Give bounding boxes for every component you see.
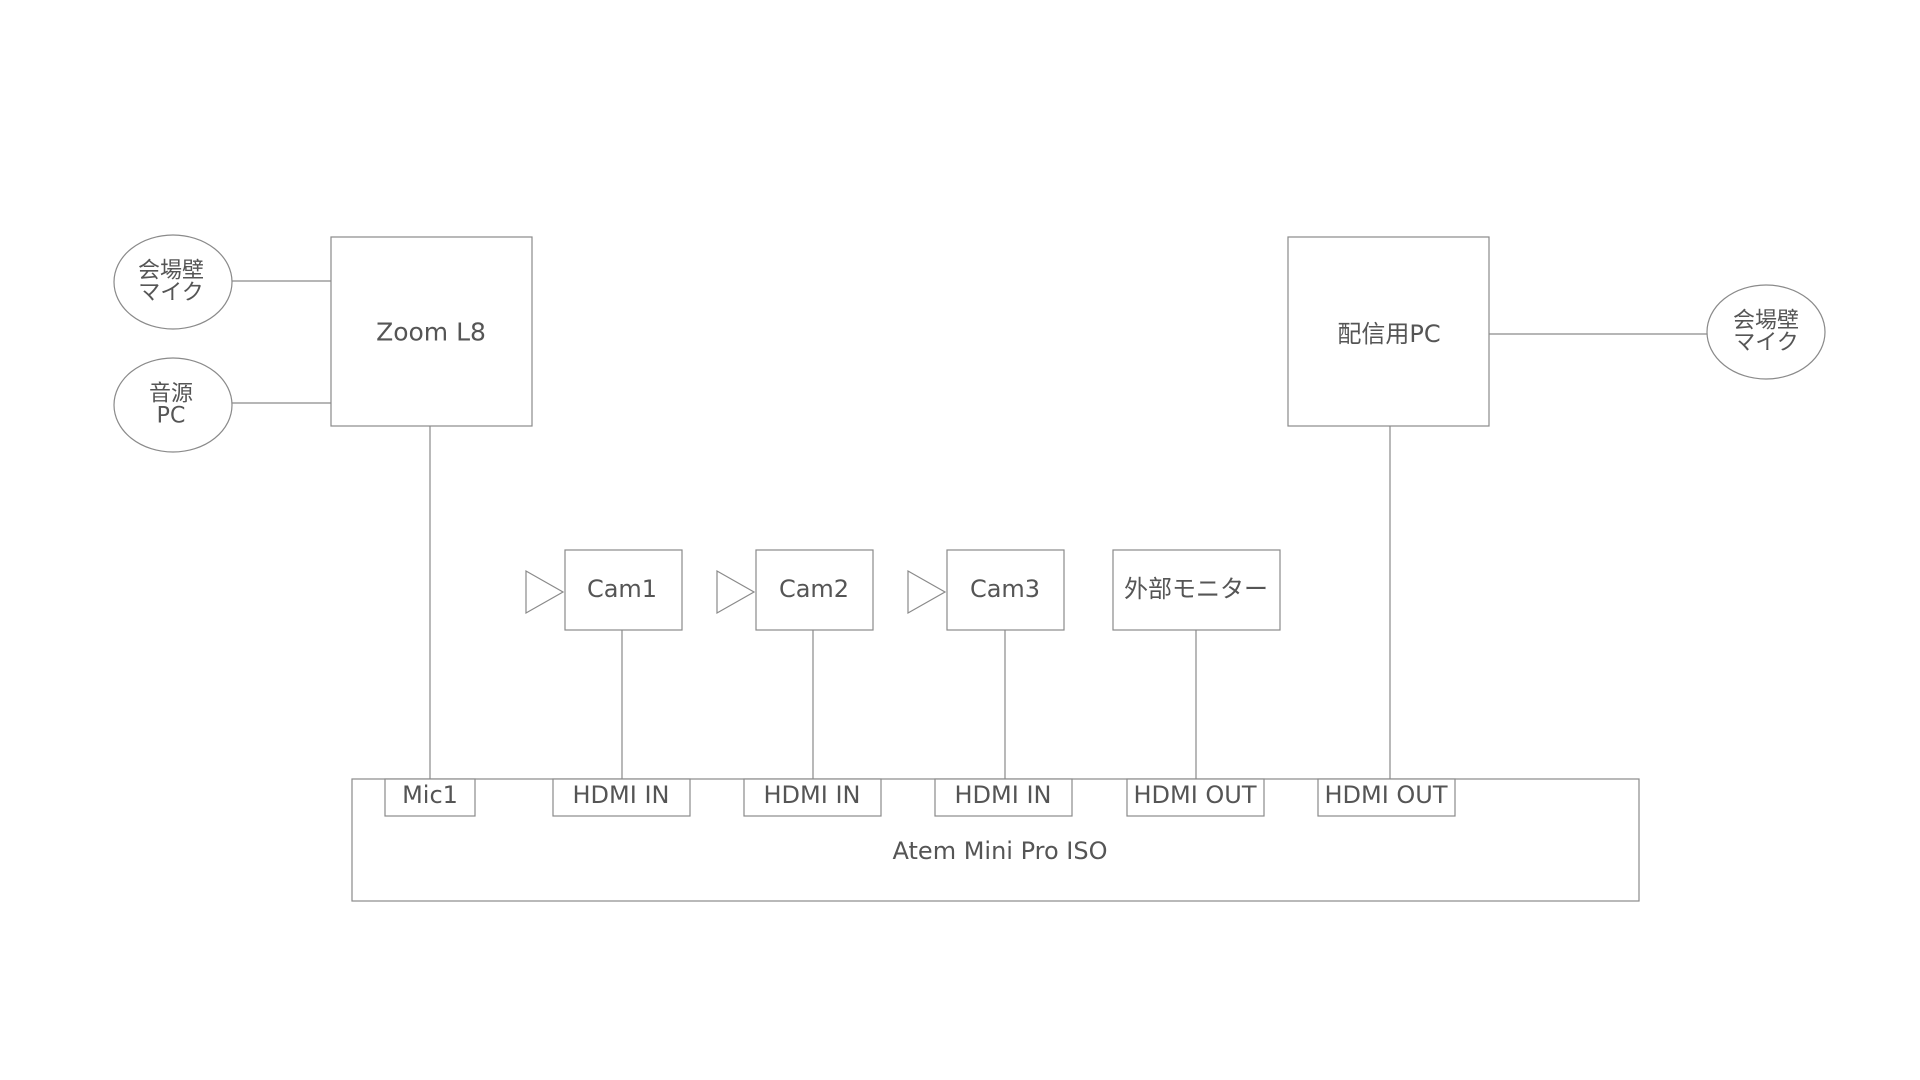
camera-1-box (564, 549, 683, 631)
port-hdmi-in-3-box (934, 778, 1073, 817)
external-monitor-box (1112, 549, 1281, 631)
audio-source-pc-label-2: PC (157, 404, 186, 429)
venue-mic-left-label-1: 会場壁 (138, 259, 204, 284)
port-hdmi-in-1-label: HDMI IN (573, 781, 670, 809)
camera-2: Cam2 (716, 549, 874, 631)
camera-2-box (755, 549, 874, 631)
streaming-pc: 配信用PC (1287, 236, 1490, 427)
camera-1-label: Cam1 (587, 575, 657, 603)
streaming-pc-box (1287, 236, 1490, 427)
zoom-l8-box (330, 236, 533, 427)
camera-3-box (946, 549, 1065, 631)
venue-mic-left-shape (113, 234, 233, 330)
camera-2-label: Cam2 (779, 575, 849, 603)
audio-source-pc-label-1: 音源 (149, 382, 193, 407)
atem-label: Atem Mini Pro ISO (893, 837, 1108, 865)
venue-mic-left: 会場壁 マイク (113, 234, 233, 330)
port-mic1-box (384, 778, 476, 817)
port-hdmi-out-1-label: HDMI OUT (1133, 781, 1256, 809)
port-mic1-label: Mic1 (402, 781, 458, 809)
venue-mic-right-label-2: マイク (1733, 331, 1799, 356)
external-monitor-label: 外部モニター (1124, 575, 1268, 603)
camera-3-lens-icon (907, 569, 947, 615)
external-monitor: 外部モニター (1112, 549, 1281, 631)
port-hdmi-in-2-box (743, 778, 882, 817)
venue-mic-right-label-1: 会場壁 (1733, 309, 1799, 334)
audio-source-pc: 音源 PC (113, 357, 233, 453)
venue-mic-right: 会場壁 マイク (1706, 284, 1826, 380)
port-hdmi-out-2-box (1317, 778, 1456, 817)
camera-1-lens-icon (525, 569, 565, 615)
port-hdmi-out-1-box (1126, 778, 1265, 817)
port-hdmi-in-1-box (552, 778, 691, 817)
port-hdmi-in-3-label: HDMI IN (955, 781, 1052, 809)
zoom-l8-label: Zoom L8 (376, 318, 486, 347)
connections (232, 280, 1707, 779)
camera-3: Cam3 (907, 549, 1065, 631)
camera-3-label: Cam3 (970, 575, 1040, 603)
camera-2-lens-icon (716, 569, 756, 615)
port-hdmi-in-2-label: HDMI IN (764, 781, 861, 809)
venue-mic-left-label-2: マイク (138, 281, 204, 306)
venue-mic-right-shape (1706, 284, 1826, 380)
zoom-l8-mixer: Zoom L8 (330, 236, 533, 427)
camera-1: Cam1 (525, 549, 683, 631)
audio-source-pc-shape (113, 357, 233, 453)
atem-mini-pro-iso: Atem Mini Pro ISO Mic1 HDMI IN HDMI IN H… (351, 778, 1640, 902)
streaming-pc-label: 配信用PC (1337, 320, 1440, 348)
port-hdmi-out-2-label: HDMI OUT (1324, 781, 1447, 809)
